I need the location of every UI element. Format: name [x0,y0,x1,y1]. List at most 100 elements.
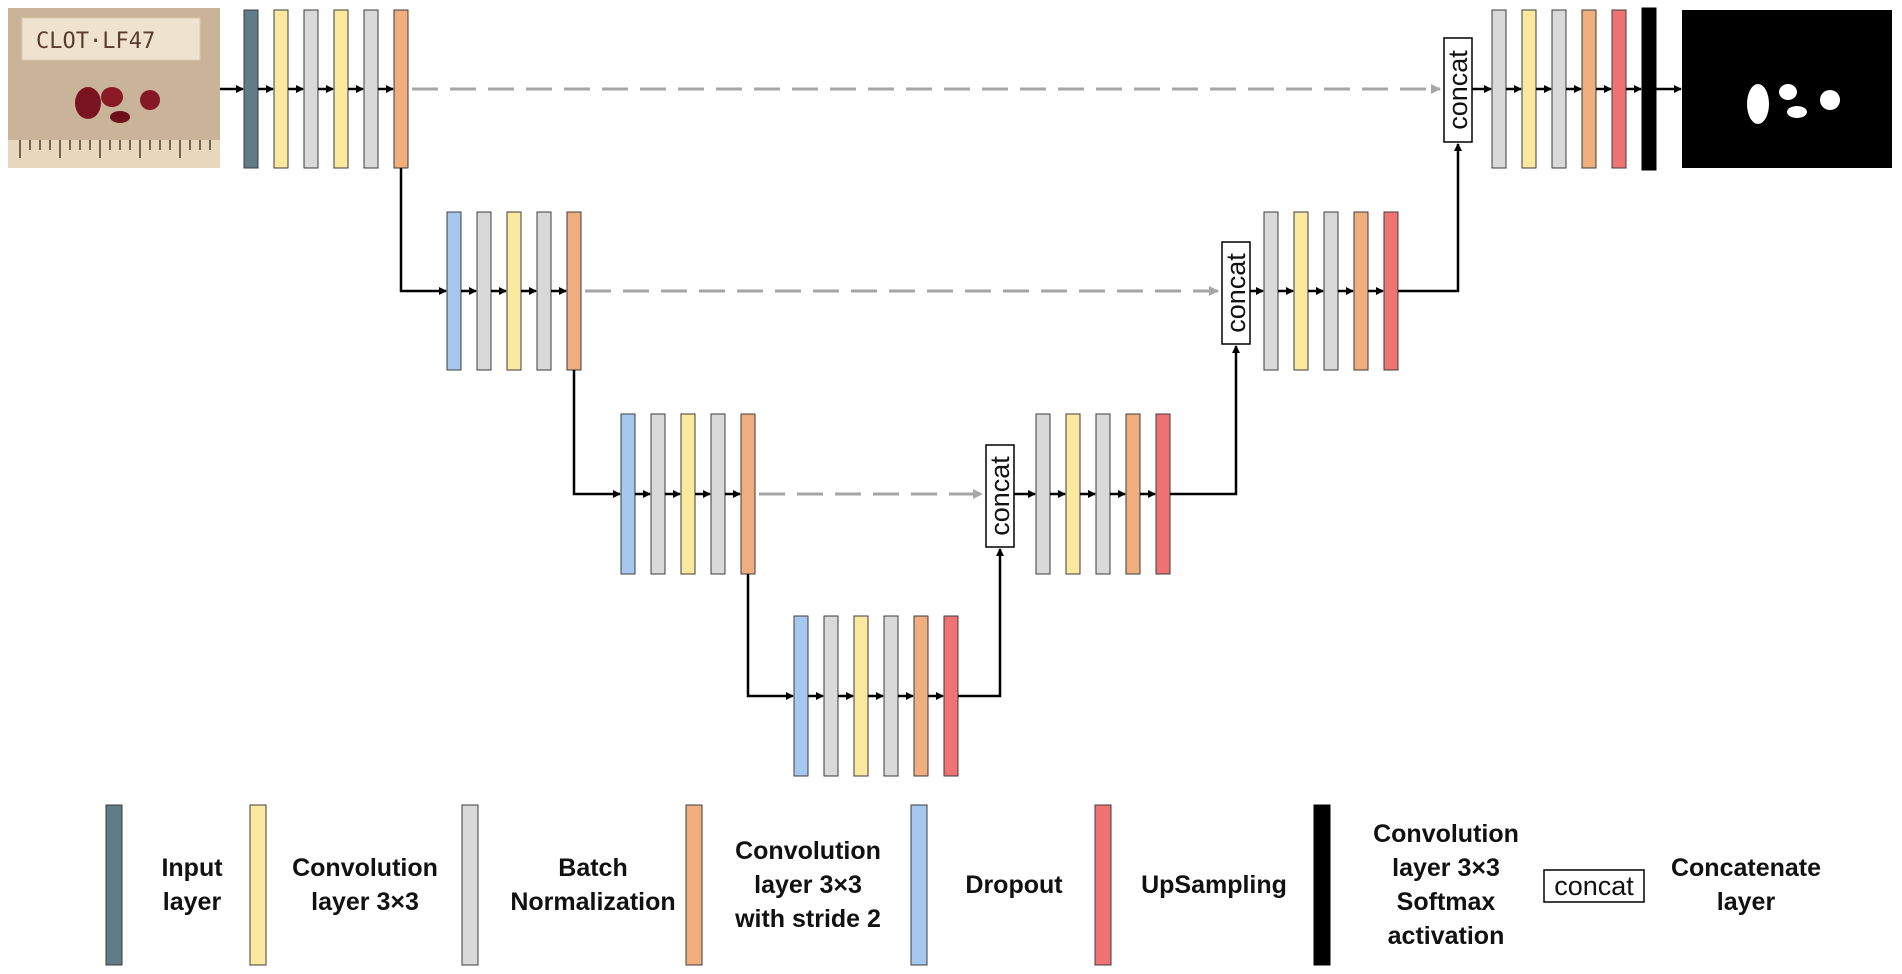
network-arrows [220,84,1682,700]
legend-item-upsampling: UpSampling [1094,804,1287,966]
legend-swatch [910,804,928,966]
upsample-arrow [1170,345,1240,496]
layer-conv [1065,413,1081,575]
legend-label-line: Input [161,854,223,882]
layer-conv-stride [393,9,409,169]
layer-conv-stride [1125,413,1141,575]
layer-batchnorm [1095,413,1111,575]
layer-conv-stride [1353,211,1369,371]
layer-batchnorm [303,9,319,169]
layer-conv [1293,211,1309,371]
layer-upsampling [1611,9,1627,169]
encoder-level-1 [243,9,409,169]
output-image [1682,10,1892,168]
segmentation-mask-icon [1747,84,1840,124]
decoder-level-1 [1491,7,1657,171]
layer-conv [853,615,869,777]
layer-batchnorm [476,211,492,371]
encoder-level-2 [446,211,582,371]
legend-concat-box-label: concat [1554,871,1634,901]
legend-swatch [249,804,267,966]
layer-batchnorm [536,211,552,371]
layer-conv [506,211,522,371]
legend-item-conv: Convolution layer 3×3 [249,804,438,966]
layer-batchnorm [883,615,899,777]
decoder-level-3 [1035,413,1171,575]
layer-input [243,9,259,169]
layer-batchnorm [650,413,666,575]
concat-box-level-1: concat [1443,37,1473,143]
layer-batchnorm [1035,413,1051,575]
layer-batchnorm [1551,9,1567,169]
upsample-arrow [958,548,1004,698]
layer-batchnorm [710,413,726,575]
downsample-arrow [399,168,447,295]
layer-softmax [1641,7,1657,171]
legend-label-line: with stride 2 [734,905,881,933]
legend-label-line: layer 3×3 [754,871,862,899]
legend-swatch [1313,804,1331,966]
decoder-level-2 [1263,211,1399,371]
legend-label-line: Convolution [1373,820,1519,848]
layer-conv-stride [913,615,929,777]
bottleneck [793,615,959,777]
layer-conv-stride [740,413,756,575]
layer-upsampling [1155,413,1171,575]
layer-batchnorm [1491,9,1507,169]
layer-upsampling [1383,211,1399,371]
layer-upsampling [943,615,959,777]
concat-label: concat [1221,253,1251,333]
layer-batchnorm [1323,211,1339,371]
concat-label: concat [985,456,1015,536]
legend-label-line: activation [1388,922,1505,950]
legend-item-concat: concat Concatenate layer [1543,854,1821,916]
layer-conv [1521,9,1537,169]
layer-dropout [793,615,809,777]
legend-swatch-concat [1543,869,1645,903]
layer-conv [680,413,696,575]
layer-batchnorm [1263,211,1279,371]
legend-label-line: Convolution [735,837,881,865]
layer-batchnorm [823,615,839,777]
layer-conv-stride [566,211,582,371]
legend-swatch [685,804,703,966]
legend-swatch [105,804,123,966]
legend-label-line: Softmax [1397,888,1496,916]
clot-photo-icon [75,87,160,123]
legend: Input layer Convolution layer 3×3 BatchNorma… [105,804,1821,966]
layer-dropout [620,413,636,575]
encoder-level-3 [620,413,756,575]
layer-conv [333,9,349,169]
network-layers: concat concat concat [243,7,1657,777]
concat-label: concat [1443,50,1473,130]
downsample-arrow [746,574,794,700]
legend-label-line: Convolution [292,854,438,882]
legend-item-dropout: Dropout [910,804,1063,966]
concat-box-level-2: concat [1221,241,1251,345]
layer-conv-stride [1581,9,1597,169]
layer-batchnorm [363,9,379,169]
legend-label-line: layer 3×3 [1392,854,1500,882]
legend-label-line: layer 3×3 [311,888,419,916]
legend-swatch [461,804,479,966]
layer-dropout [446,211,462,371]
legend-swatch [1094,804,1112,966]
legend-label-line: Dropout [965,871,1063,899]
legend-label-line: Concatenate [1671,854,1821,882]
downsample-arrow [572,370,621,498]
legend-label-line: Batch [558,854,627,882]
legend-label-line: Normalization [510,888,675,916]
legend-item-conv-stride: Convolution layer 3×3 with stride 2 [685,804,881,966]
legend-label-line: layer [163,888,222,916]
legend-label-line: layer [1717,888,1776,916]
input-image: CLOT·LF47 [8,8,220,168]
legend-item-input: Input layer [105,804,223,966]
upsample-arrow [1398,143,1462,293]
layer-conv [273,9,289,169]
input-image-label: CLOT·LF47 [36,29,155,54]
legend-label-line: UpSampling [1141,871,1287,899]
concat-box-level-3: concat [985,444,1015,548]
